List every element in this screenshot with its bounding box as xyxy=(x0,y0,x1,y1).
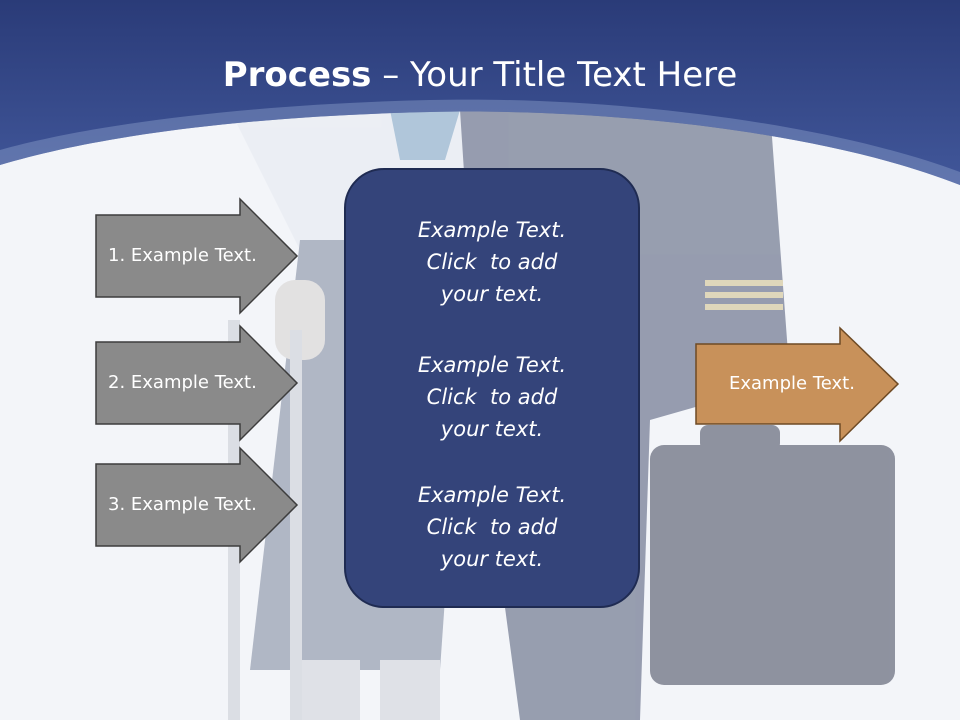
center-block-3-line-1: Example Text. xyxy=(417,483,567,507)
result-arrow[interactable] xyxy=(695,326,900,443)
step-label-1: 1. Example Text. xyxy=(108,245,257,266)
center-block-2-line-1: Example Text. xyxy=(417,353,567,377)
step-label-3: 3. Example Text. xyxy=(108,494,257,515)
center-block-2-line-2: Click to add xyxy=(426,385,558,409)
center-block-2: Example Text. Click to add your text. xyxy=(346,349,638,445)
step-arrow-2[interactable] xyxy=(95,324,299,442)
step-arrow-1[interactable] xyxy=(95,197,299,315)
center-block-3-line-2: Click to add xyxy=(426,515,558,539)
result-label: Example Text. xyxy=(729,373,855,394)
center-block-1-line-1: Example Text. xyxy=(417,218,567,242)
title-rest: – Your Title Text Here xyxy=(371,55,738,95)
center-block-1-line-2: Click to add xyxy=(426,250,558,274)
title-bold: Process xyxy=(222,55,372,95)
center-block-1-line-3: your text. xyxy=(440,282,544,306)
center-block-1: Example Text. Click to add your text. xyxy=(346,214,638,310)
step-label-2: 2. Example Text. xyxy=(108,372,257,393)
page-title: Process – Your Title Text Here xyxy=(0,52,960,98)
step-arrow-3[interactable] xyxy=(95,446,299,564)
center-block-3-line-3: your text. xyxy=(440,547,544,571)
center-block-2-line-3: your text. xyxy=(440,417,544,441)
center-content-box[interactable]: Example Text. Click to add your text. Ex… xyxy=(344,168,640,608)
center-block-3: Example Text. Click to add your text. xyxy=(346,479,638,575)
